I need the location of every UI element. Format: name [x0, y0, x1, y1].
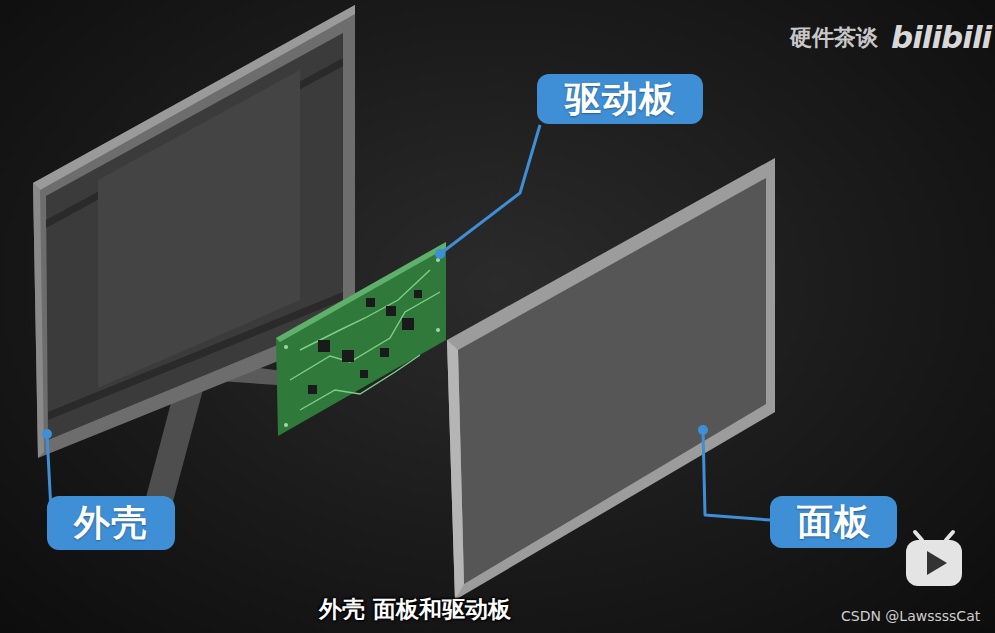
watermark-logo: bilibili	[891, 20, 991, 54]
shell-edge	[33, 183, 44, 458]
callout-label: 面板	[770, 496, 897, 548]
shell-inner-panel	[98, 70, 300, 388]
video-icon	[906, 532, 962, 586]
callout-text: 面板	[797, 502, 871, 542]
callout-text: 外壳	[74, 503, 148, 543]
pcb-holes	[284, 258, 440, 427]
watermark: CSDN @LawssssCat	[841, 609, 980, 624]
panel-screen	[458, 178, 766, 584]
leader-lines	[47, 125, 770, 530]
subtitle: 外壳 面板和驱动板	[319, 597, 511, 622]
pcb-board	[276, 242, 446, 436]
callout-label: 外壳	[47, 496, 175, 550]
pcb-traces	[290, 270, 440, 410]
pcb-edge	[276, 242, 446, 342]
watermark: 硬件茶谈	[790, 26, 878, 50]
panel-frame	[447, 158, 775, 600]
panel-edge	[447, 340, 464, 600]
pcb-chips	[308, 290, 422, 394]
callout-text: 驱动板	[565, 79, 676, 119]
leader-dots	[42, 249, 708, 439]
callout-label: 驱动板	[537, 74, 703, 124]
